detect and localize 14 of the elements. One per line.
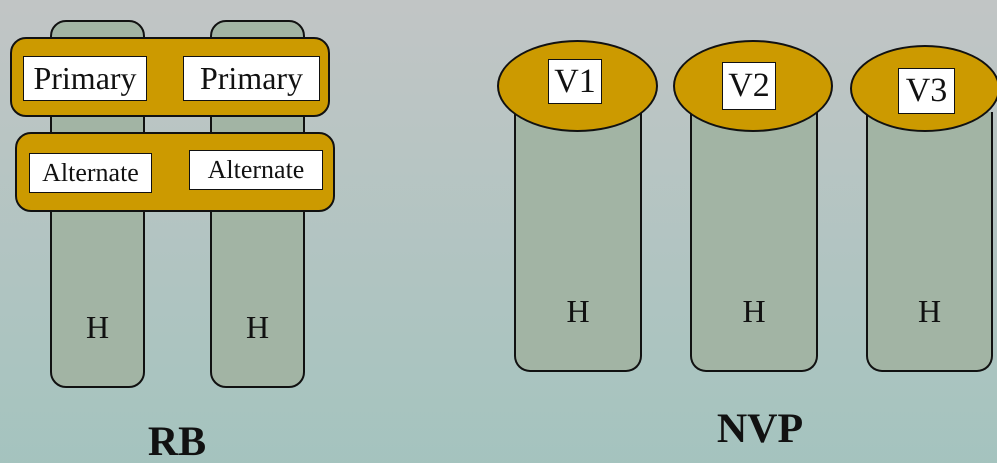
text-label-box: Alternate (29, 153, 152, 193)
rounded-band (10, 37, 330, 117)
group-caption: RB (148, 418, 206, 463)
rounded-column: H (866, 112, 993, 372)
text-label-box: Primary (183, 56, 320, 101)
rounded-column: H (514, 112, 642, 372)
text-label-box: V2 (722, 62, 776, 110)
text-label-box: V3 (898, 68, 955, 114)
text-label-box: V1 (548, 59, 602, 104)
group-caption: NVP (716, 405, 804, 453)
rounded-column: H (690, 112, 818, 372)
rounded-band (15, 132, 335, 212)
text-label-box: Alternate (189, 150, 323, 190)
text-label-box: Primary (23, 56, 147, 101)
